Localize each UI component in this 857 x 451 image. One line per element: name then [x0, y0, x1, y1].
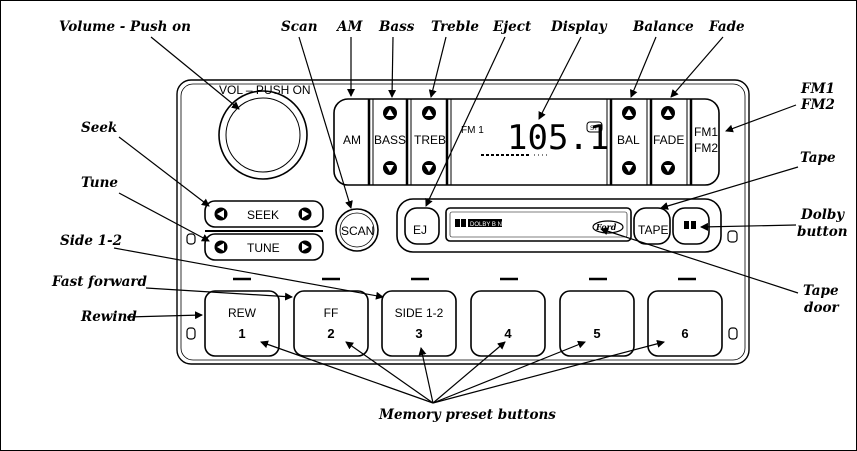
preset-3-number: 3 [415, 326, 422, 341]
tape-door[interactable] [445, 207, 632, 242]
callout-tune: Tune [81, 175, 118, 191]
lcd-display: FM 1 105.1 ST [461, 118, 609, 158]
eject-button[interactable] [404, 207, 440, 245]
callout-balance: Balance [632, 19, 694, 35]
bass-rocker[interactable] [367, 99, 412, 185]
dolby-logo-icon [455, 219, 466, 227]
callout-dolby-line1: Dolby [800, 207, 845, 223]
tape-button[interactable] [633, 207, 671, 245]
fm2-button[interactable]: FM2 [694, 141, 718, 155]
preset-2-top: FF [324, 306, 339, 320]
lcd-frequency: 105.1 [507, 118, 609, 158]
preset-2-number: 2 [327, 326, 334, 341]
preset-button-4[interactable]: 4 [470, 290, 546, 357]
callout-volume: Volume - Push on [59, 19, 191, 35]
callout-seek: Seek [81, 120, 117, 136]
callout-fm1: FM1 [800, 81, 835, 97]
preset-button-1[interactable]: REW 1 [204, 290, 280, 357]
eject-label: EJ [413, 223, 427, 237]
preset-button-3[interactable]: SIDE 1-2 3 [381, 290, 457, 357]
radio-faceplate [176, 79, 750, 365]
tune-rocker[interactable] [204, 233, 324, 261]
vol-label: VOL – PUSH ON [219, 83, 311, 97]
fm1-button[interactable]: FM1 [694, 125, 718, 139]
left-screw [186, 233, 196, 245]
callout-fm2: FM2 [800, 97, 835, 113]
callout-fastforward: Fast forward [51, 274, 148, 290]
fade-label: FADE [653, 133, 684, 147]
preset-1-number: 1 [238, 326, 245, 341]
fade-rocker[interactable] [661, 99, 693, 185]
treble-rocker[interactable] [422, 99, 452, 185]
callout-fade: Fade [708, 19, 745, 35]
treble-label: TREB [414, 133, 446, 147]
leader-lines [113, 36, 799, 404]
callout-am: AM [335, 19, 363, 35]
seek-label: SEEK [247, 208, 279, 222]
callout-side: Side 1-2 [60, 233, 122, 249]
preset-button-6[interactable]: 6 [647, 290, 723, 357]
seek-rocker[interactable] [204, 200, 324, 228]
preset-1-top: REW [228, 306, 257, 320]
dolby-nr-label: DOLBY B NR [470, 222, 507, 228]
scan-button[interactable] [335, 208, 379, 252]
callout-treble: Treble [431, 19, 479, 35]
cassette-bezel [396, 198, 722, 253]
callout-bass: Bass [378, 19, 415, 35]
callout-eject: Eject [492, 19, 532, 35]
bottom-right-screw [728, 327, 738, 340]
preset-6-number: 6 [681, 326, 688, 341]
ford-logo-text: Ford [595, 222, 617, 232]
callout-tapedoor-line2: door [804, 300, 839, 316]
callout-scan: Scan [281, 19, 318, 35]
tune-label: TUNE [247, 241, 280, 255]
balance-rocker[interactable] [606, 99, 653, 185]
callout-rewind: Rewind [80, 309, 137, 325]
bottom-left-screw [186, 327, 196, 340]
am-button[interactable]: AM [343, 133, 361, 147]
lcd-band: FM 1 [461, 125, 484, 136]
preset-button-2[interactable]: FF 2 [293, 290, 369, 357]
scan-label: SCAN [341, 224, 374, 238]
dolby-icon [684, 221, 689, 229]
callout-dolby-line2: button [797, 224, 848, 240]
callout-tapedoor-line1: Tape [803, 283, 839, 299]
volume-knob[interactable] [218, 90, 308, 180]
right-screw [727, 230, 738, 243]
callout-display: Display [550, 19, 608, 35]
preset-3-top: SIDE 1-2 [395, 306, 444, 320]
dolby-button[interactable] [672, 207, 710, 245]
tape-label: TAPE [638, 223, 668, 237]
callout-tape: Tape [800, 150, 836, 166]
preset-4-number: 4 [504, 326, 512, 341]
balance-label: BAL [617, 133, 640, 147]
preset-button-5[interactable]: 5 [559, 290, 635, 357]
bass-label: BASS [374, 133, 406, 147]
callout-memory: Memory preset buttons [378, 407, 556, 423]
lcd-stereo: ST [590, 126, 598, 132]
preset-5-number: 5 [593, 326, 600, 341]
